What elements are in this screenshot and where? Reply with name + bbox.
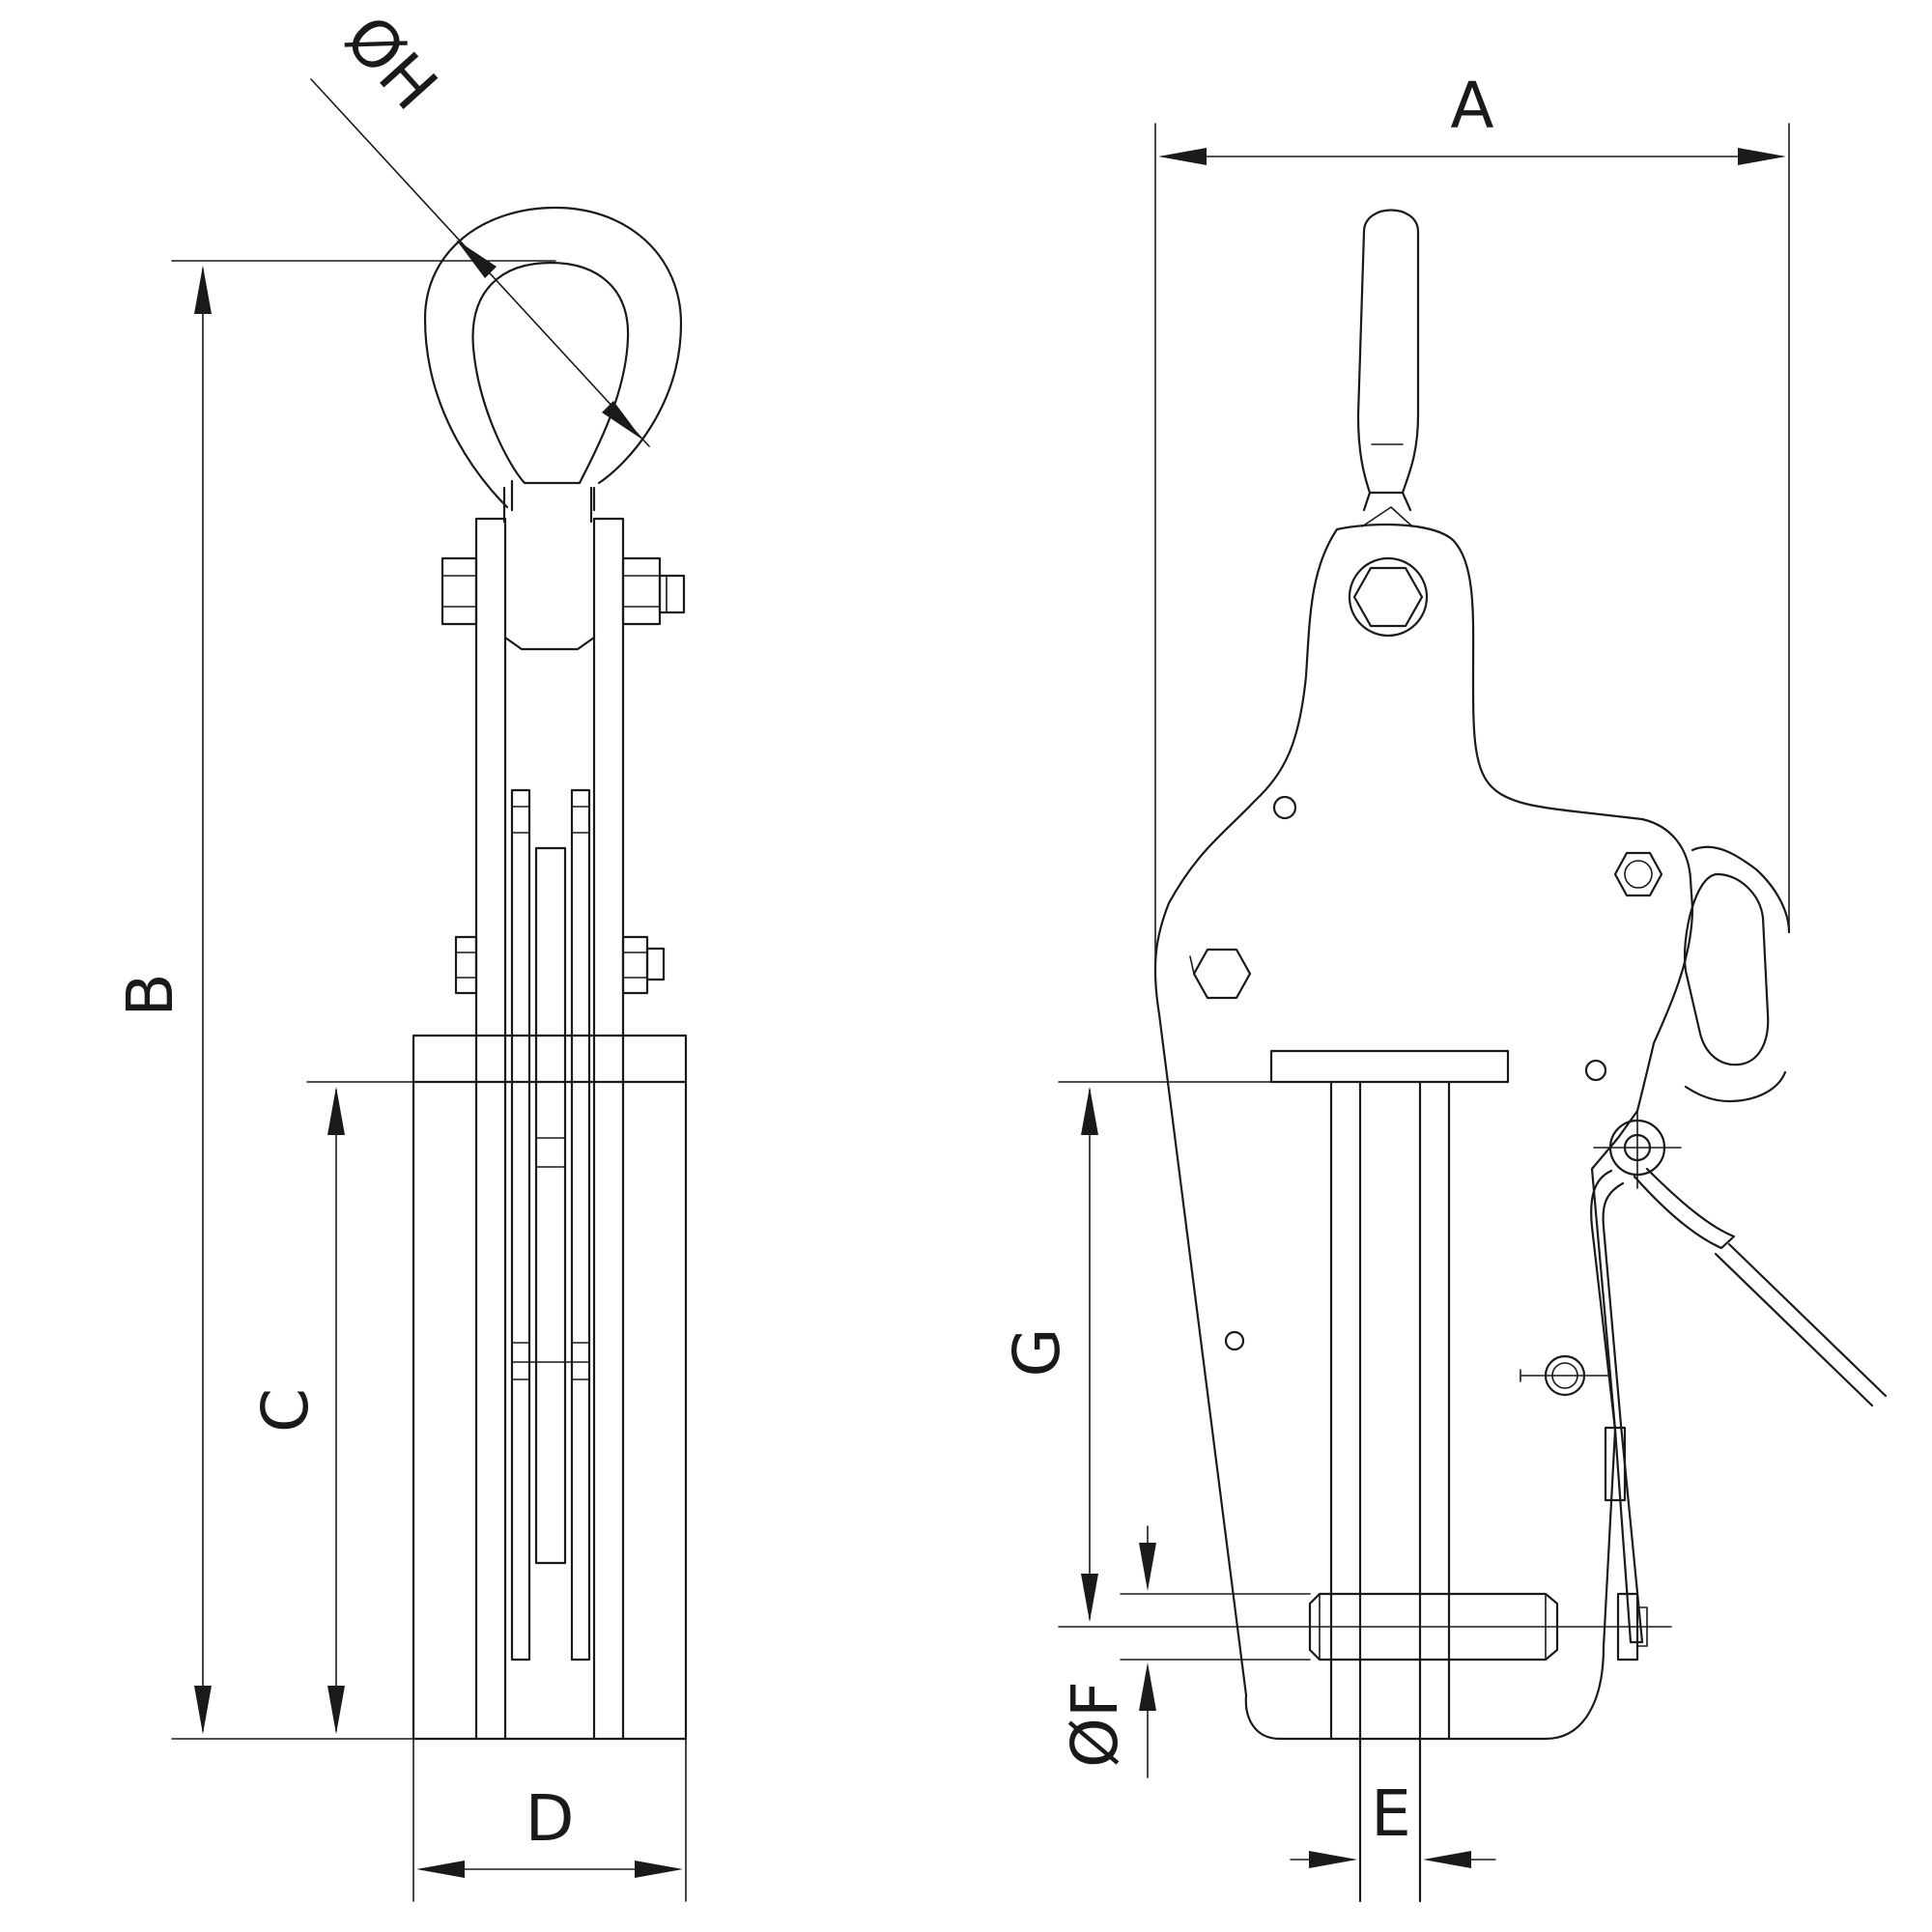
body-block [412, 1034, 688, 1741]
label-f: ØF [1058, 1681, 1132, 1768]
label-d: D [526, 1781, 575, 1856]
cam-arm [1590, 1169, 1644, 1644]
dimension-d: D [412, 1738, 687, 1902]
side-plates [474, 517, 625, 1741]
label-e: E [1371, 1776, 1411, 1851]
top-bolt-side [1348, 556, 1429, 638]
front-view: B C D ØH [113, 1, 688, 1902]
slot-walls [1329, 1080, 1451, 1903]
cam-pivot [1593, 1110, 1888, 1407]
dimension-b: B [113, 260, 556, 1740]
locking-pin [1520, 1354, 1610, 1397]
lifting-handle [1356, 209, 1420, 527]
middle-bolt [454, 935, 666, 995]
clamp-body [1153, 523, 1791, 1741]
label-a: A [1450, 69, 1493, 143]
label-c: C [248, 1388, 323, 1433]
dimension-f: ØF [1058, 1525, 1311, 1778]
label-g: G [1000, 1327, 1074, 1377]
left-bolt-side [1189, 948, 1252, 1000]
label-h: ØH [330, 1, 451, 124]
shackle-ring [423, 206, 683, 524]
small-holes [1224, 795, 1607, 1351]
jaw-top-plate [1269, 1049, 1510, 1084]
dimension-c: C [248, 1081, 414, 1734]
dimension-e: E [1290, 1776, 1496, 1868]
label-b: B [113, 973, 187, 1016]
right-bolt-side [1613, 851, 1663, 897]
dimension-h: ØH [310, 1, 650, 447]
dimension-a: A [1154, 69, 1790, 967]
inner-jaw [510, 788, 591, 1662]
side-view: A G ØF E [1000, 69, 1888, 1903]
dimension-g: G [1000, 1081, 1672, 1628]
top-bolt [440, 556, 686, 626]
